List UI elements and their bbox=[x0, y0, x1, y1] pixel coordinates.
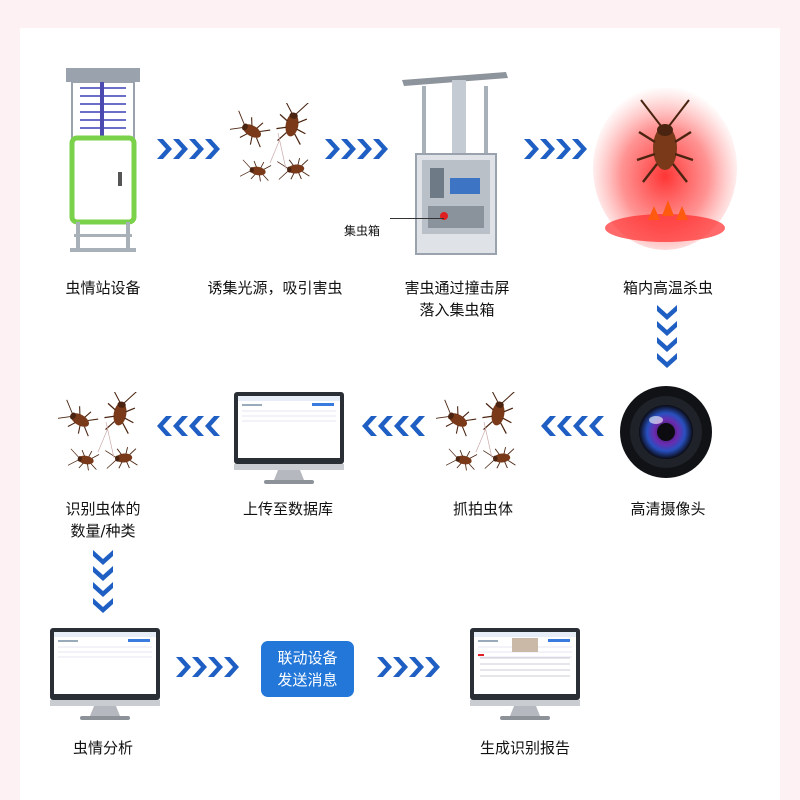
step-11-label: 生成识别报告 bbox=[480, 737, 570, 759]
step-6-label: 抓拍虫体 bbox=[453, 498, 513, 520]
step-8-text-line1: 识别虫体的 bbox=[65, 500, 141, 518]
step-8-label: 识别虫体的数量/种类 bbox=[65, 498, 140, 542]
monitor-icon-report bbox=[469, 627, 581, 724]
step-8-text-line2: 数量/种类 bbox=[70, 522, 136, 540]
collection-box-callout: 集虫箱 bbox=[344, 224, 381, 238]
heat-kill-icon bbox=[590, 86, 740, 262]
monitoring-station-icon bbox=[62, 64, 144, 258]
step-3-text-line2: 落入集虫箱 bbox=[419, 301, 495, 319]
step-9-label: 虫情分析 bbox=[73, 737, 133, 759]
arrow-down-1 bbox=[656, 305, 678, 379]
step-3-label: 害虫通过撞击屏落入集虫箱 bbox=[404, 277, 509, 321]
arrow-right-4 bbox=[176, 657, 246, 683]
arrow-left-1 bbox=[150, 416, 220, 442]
step-3-text-line1: 害虫通过撞击屏 bbox=[404, 279, 510, 297]
step-6-text: 抓拍虫体 bbox=[452, 500, 514, 518]
notify-badge-line1: 联动设备 bbox=[277, 649, 338, 667]
insects-icon bbox=[230, 103, 320, 197]
notify-badge: 联动设备 发送消息 bbox=[261, 641, 354, 697]
step-2-label: 诱集光源，吸引害虫 bbox=[207, 277, 342, 299]
insects-icon-capture bbox=[436, 392, 526, 486]
step-9-text: 虫情分析 bbox=[72, 739, 134, 757]
arrow-right-1 bbox=[157, 139, 227, 165]
step-7-label: 上传至数据库 bbox=[243, 498, 333, 520]
step-1-text: 虫情站设备 bbox=[65, 279, 141, 297]
camera-icon bbox=[618, 384, 714, 484]
step-4-label: 箱内高温杀虫 bbox=[623, 277, 713, 299]
arrow-left-3 bbox=[534, 416, 604, 442]
monitor-icon-analysis bbox=[49, 627, 161, 724]
arrow-right-5 bbox=[377, 657, 447, 683]
step-1-label: 虫情站设备 bbox=[65, 277, 140, 299]
step-7-text: 上传至数据库 bbox=[242, 500, 334, 518]
arrow-left-2 bbox=[355, 416, 425, 442]
insects-icon-row2 bbox=[58, 392, 148, 486]
collection-box-icon bbox=[400, 68, 510, 262]
step-5-label: 高清摄像头 bbox=[630, 498, 705, 520]
arrow-down-2 bbox=[92, 550, 114, 624]
step-2-text: 诱集光源，吸引害虫 bbox=[207, 279, 343, 297]
step-11-text: 生成识别报告 bbox=[479, 739, 571, 757]
collection-box-callout-line bbox=[390, 218, 444, 219]
step-4-text: 箱内高温杀虫 bbox=[622, 279, 714, 297]
arrow-right-3 bbox=[524, 139, 594, 165]
monitor-icon-upload bbox=[233, 391, 345, 488]
notify-badge-line2: 发送消息 bbox=[277, 671, 338, 689]
step-5-text: 高清摄像头 bbox=[630, 500, 706, 518]
arrow-right-2 bbox=[325, 139, 395, 165]
